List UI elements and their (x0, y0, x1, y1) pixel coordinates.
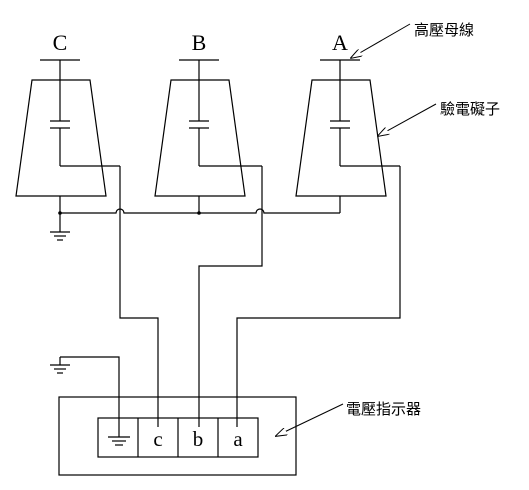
indicator-housing (58, 396, 297, 476)
phase-a-label: A (332, 30, 348, 55)
junction-dot (197, 211, 201, 215)
terminal-a-label: a (233, 427, 243, 451)
terminal-b-label: b (193, 427, 204, 451)
phase-a-assembly: A (295, 30, 400, 213)
wire-phase-b-to-terminal-b (198, 166, 263, 427)
insulator-callout: 驗電礙子 (378, 100, 500, 136)
wire-ground-to-terminal (60, 356, 120, 427)
phase-b-assembly: B (154, 30, 262, 213)
ground-symbol-top (50, 231, 70, 241)
common-ground-bus (60, 208, 340, 214)
phase-c-insulator-body (15, 79, 107, 197)
junction-dot (58, 211, 62, 215)
voltage-indicator: c b a (58, 396, 297, 476)
terminal-ground-icon (108, 427, 130, 446)
phase-b-label: B (192, 30, 207, 55)
wire-phase-c-to-terminal-c (119, 166, 159, 427)
indicator-arrow (276, 403, 344, 436)
ground-symbol-left (50, 357, 70, 374)
indicator-callout: 電壓指示器 (276, 400, 421, 436)
terminal-c-label: c (153, 427, 162, 451)
indicator-annotation: 電壓指示器 (346, 400, 421, 418)
insulator-annotation: 驗電礙子 (440, 100, 500, 118)
busbar-callout: 高壓母線 (351, 21, 474, 58)
phase-c-assembly: C (15, 30, 120, 232)
insulator-arrow (378, 103, 437, 136)
busbar-annotation: 高壓母線 (414, 21, 474, 39)
phase-a-insulator-body (295, 79, 387, 197)
busbar-arrow (351, 23, 411, 58)
wire-phase-a-to-terminal-a (236, 166, 401, 427)
phase-b-insulator-body (154, 79, 246, 197)
phase-c-label: C (53, 30, 68, 55)
